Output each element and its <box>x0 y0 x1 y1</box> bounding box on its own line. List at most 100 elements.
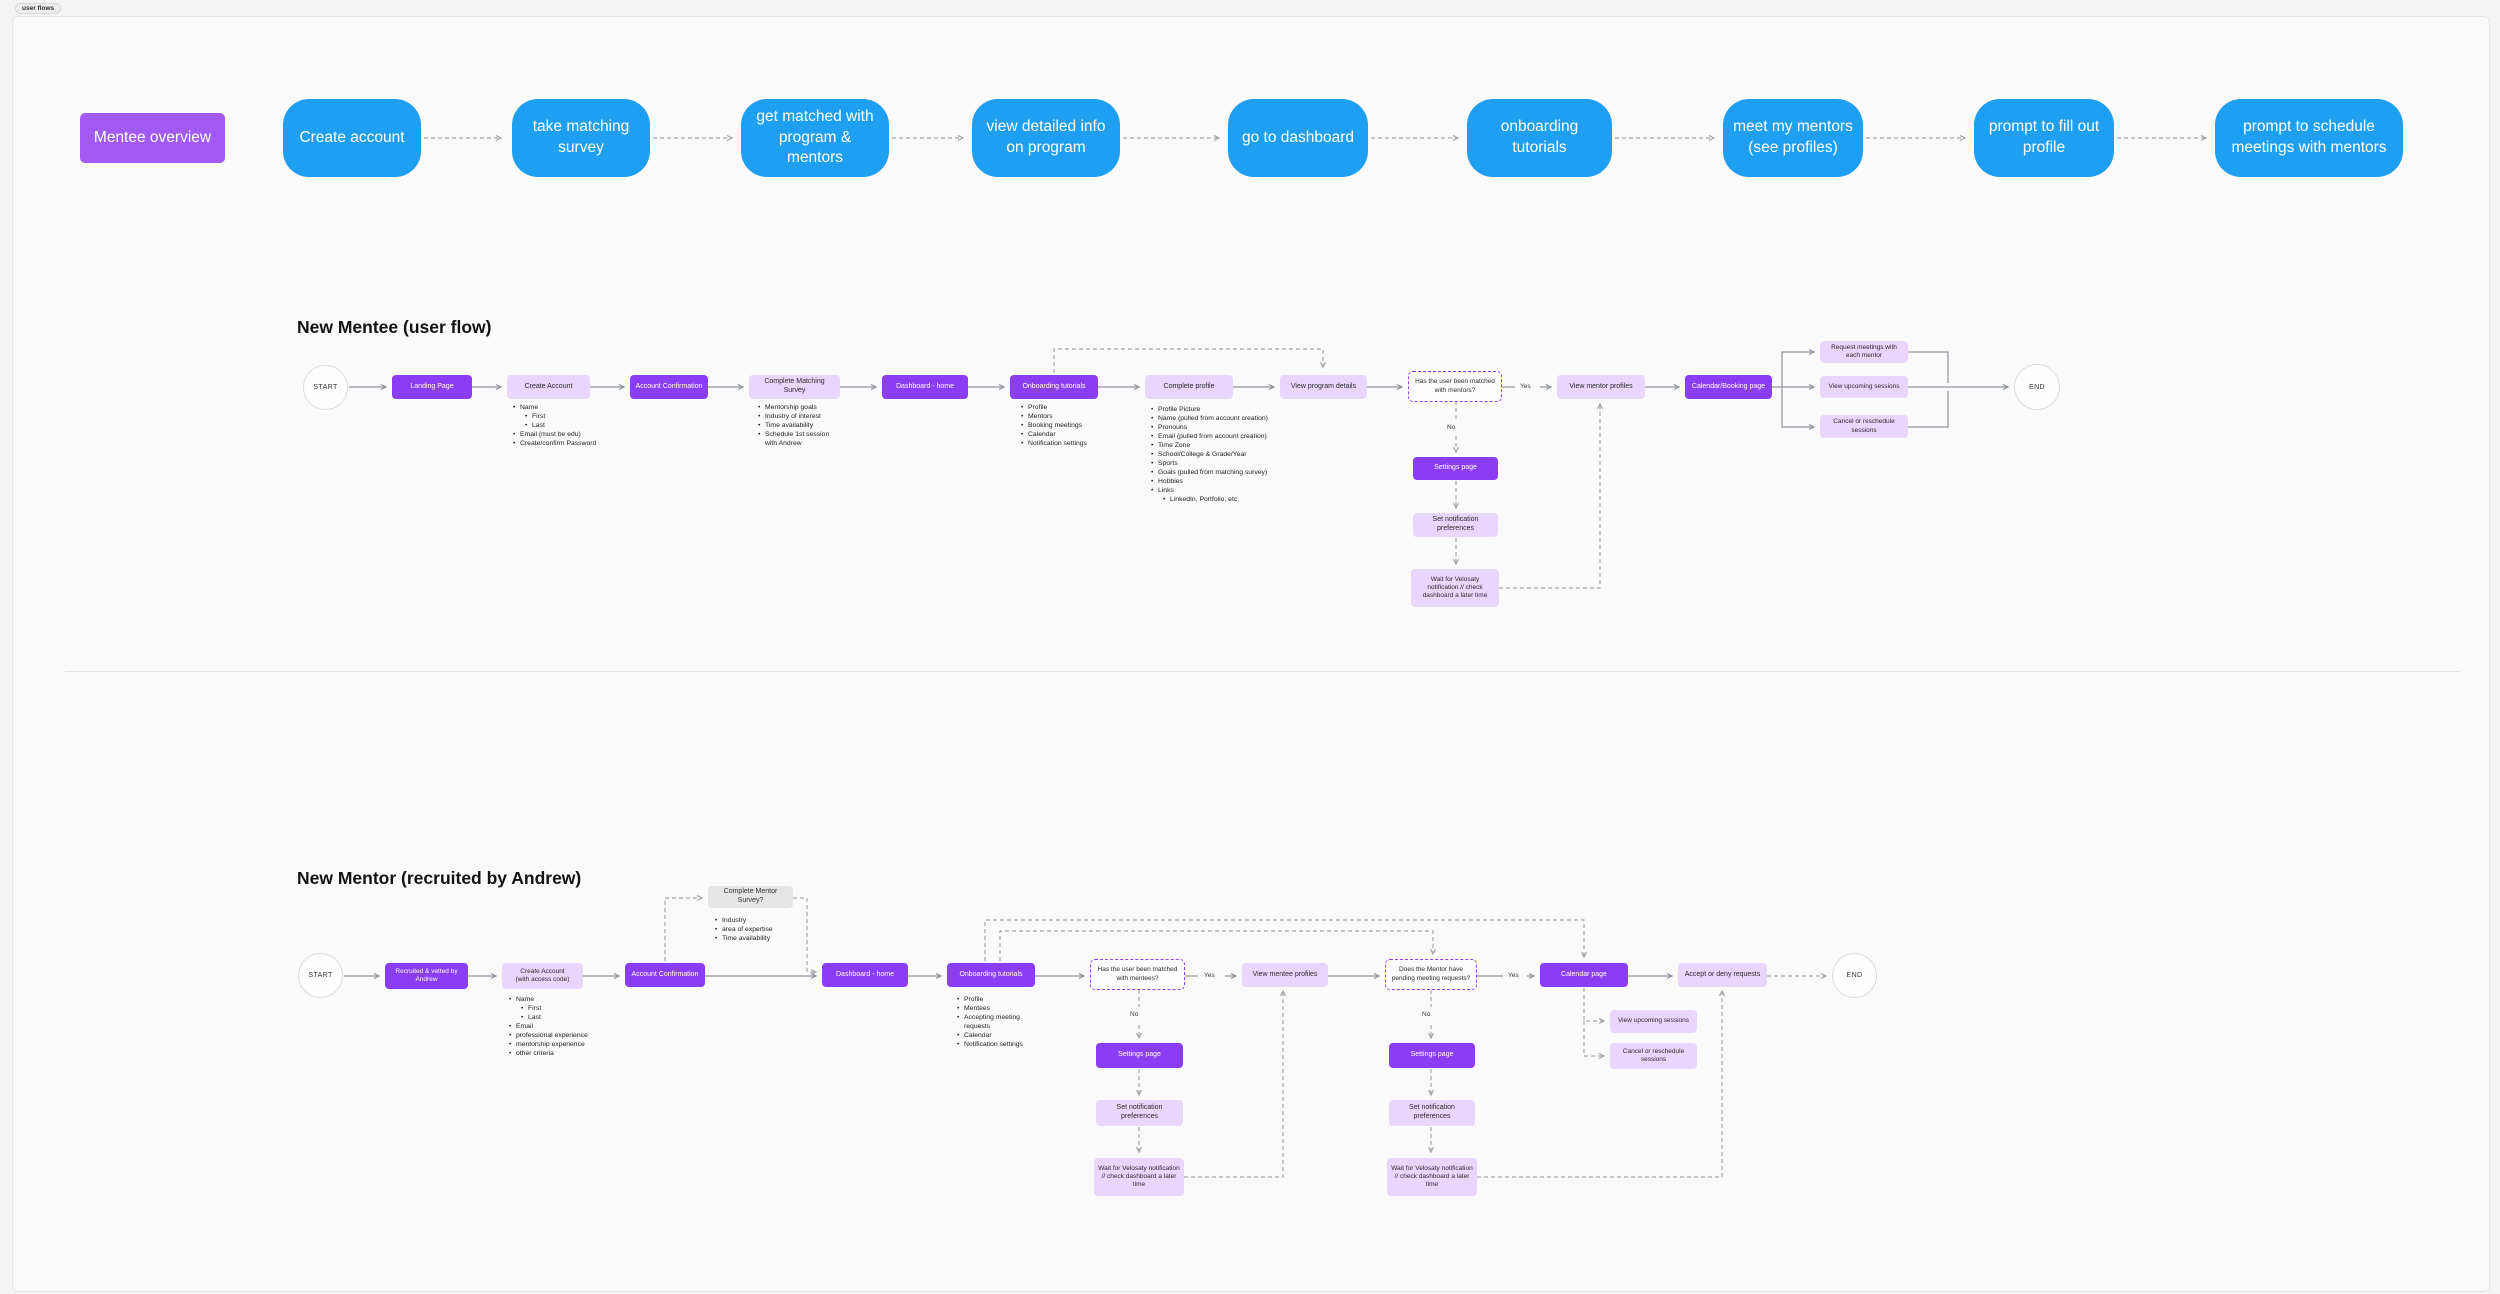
mentee-node-cancel-reschedule[interactable]: Cancel or reschedule sessions <box>1820 415 1908 438</box>
node-label: Dashboard - home <box>836 970 894 978</box>
node-label: Onboarding tutorials <box>1022 382 1086 390</box>
node-label: View mentee profiles <box>1252 970 1318 978</box>
mentor-yes-label-2: Yes <box>1508 972 1519 979</box>
mentee-onboarding-notes: Profile Mentors Booking meetings Calenda… <box>1020 404 1104 449</box>
overview-step-mentee-overview[interactable]: Mentee overview <box>80 113 225 163</box>
mentor-node-onboarding-tutorials[interactable]: Onboarding tutorials <box>947 963 1035 987</box>
mentee-node-request-meetings[interactable]: Request meetings with each mentor <box>1820 341 1908 363</box>
node-label: Account Confirmation <box>631 970 699 978</box>
overview-step-label: meet my mentors (see profiles) <box>1733 118 1853 156</box>
node-label: Wait for Velosaty notification // check … <box>1391 1164 1473 1189</box>
mentor-yes-label-1: Yes <box>1204 972 1215 979</box>
mentor-node-set-notification-preferences-1[interactable]: Set notification preferences <box>1096 1100 1183 1126</box>
decision-label: Has the user been matched with mentors? <box>1415 378 1495 394</box>
mentor-flow-title: New Mentor (recruited by Andrew) <box>297 868 582 888</box>
overview-step-label: get matched with program & mentors <box>756 107 874 167</box>
node-label: Complete Matching Survey <box>764 378 825 394</box>
node-label: Set notification preferences <box>1116 1104 1163 1120</box>
overview-step-schedule-meetings[interactable]: prompt to schedule meetings with mentors <box>2215 99 2403 177</box>
mentor-decision-pending-requests[interactable]: Does the Mentor have pending meeting req… <box>1385 959 1477 990</box>
decision-label: Has the user been matched with mentees? <box>1097 966 1178 982</box>
node-label: Wait for Velosaty notification // check … <box>1098 1164 1180 1189</box>
node-label: Create Account <box>524 382 573 390</box>
overview-step-meet-mentors[interactable]: meet my mentors (see profiles) <box>1723 99 1863 177</box>
page-tab-user-flows[interactable]: user flows <box>15 3 62 14</box>
overview-step-onboarding[interactable]: onboarding tutorials <box>1467 99 1612 177</box>
mentee-survey-notes: Mentorship goals Industry of interest Ti… <box>757 404 841 449</box>
mentee-create-account-notes: Name First Last Email (must be edu) Crea… <box>512 404 612 449</box>
mentor-node-wait-notification-1[interactable]: Wait for Velosaty notification // check … <box>1094 1158 1184 1196</box>
mentee-node-dashboard-home[interactable]: Dashboard - home <box>882 375 968 399</box>
overview-step-create-account[interactable]: Create account <box>283 99 421 177</box>
mentor-node-complete-mentor-survey[interactable]: Complete Mentor Survey? <box>708 886 793 908</box>
mentor-node-settings-page-1[interactable]: Settings page <box>1096 1043 1183 1068</box>
mentor-node-set-notification-preferences-2[interactable]: Set notification preferences <box>1389 1100 1475 1126</box>
mentor-node-settings-page-2[interactable]: Settings page <box>1389 1043 1475 1068</box>
node-label: Calendar/Booking page <box>1691 382 1766 390</box>
section-divider <box>65 671 2460 672</box>
mentor-node-account-confirmation[interactable]: Account Confirmation <box>625 963 705 987</box>
mentor-node-view-mentee-profiles[interactable]: View mentee profiles <box>1242 963 1328 987</box>
overview-step-label: prompt to schedule meetings with mentors <box>2231 118 2387 156</box>
node-label: Account Confirmation <box>635 382 703 390</box>
mentor-no-label-2: No <box>1422 1011 1431 1018</box>
overview-step-label: take matching survey <box>532 118 630 156</box>
mentee-node-account-confirmation[interactable]: Account Confirmation <box>630 375 708 399</box>
overview-step-fill-profile[interactable]: prompt to fill out profile <box>1974 99 2114 177</box>
mentee-flow-title: New Mentee (user flow) <box>297 317 492 337</box>
mentor-node-calendar-page[interactable]: Calendar page <box>1540 963 1628 987</box>
mentee-node-view-mentor-profiles[interactable]: View mentor profiles <box>1557 375 1645 399</box>
node-label: Calendar page <box>1561 970 1607 978</box>
overview-step-label: onboarding tutorials <box>1500 118 1579 156</box>
mentee-node-create-account[interactable]: Create Account <box>507 375 590 399</box>
overview-step-label: go to dashboard <box>1241 128 1355 146</box>
mentee-decision-matched-with-mentors[interactable]: Has the user been matched with mentors? <box>1408 371 1502 402</box>
mentee-node-landing-page[interactable]: Landing Page <box>392 375 472 399</box>
mentor-end-node[interactable]: END <box>1832 953 1877 998</box>
mentee-no-label: No <box>1447 424 1456 431</box>
node-label: Accept or deny requests <box>1684 970 1761 978</box>
mentee-end-node[interactable]: END <box>2014 364 2060 410</box>
mentee-node-set-notification-preferences[interactable]: Set notification preferences <box>1413 513 1498 537</box>
mentor-start-node[interactable]: START <box>298 953 343 998</box>
overview-step-get-matched[interactable]: get matched with program & mentors <box>741 99 889 177</box>
node-label: Settings page <box>1118 1051 1161 1059</box>
figma-canvas <box>12 16 2490 1292</box>
overview-step-label: prompt to fill out profile <box>1988 118 2100 156</box>
node-label: Recruited & vetted by Andrew <box>395 967 458 983</box>
mentee-node-onboarding-tutorials[interactable]: Onboarding tutorials <box>1010 375 1098 399</box>
overview-step-matching-survey[interactable]: take matching survey <box>512 99 650 177</box>
node-label: Settings page <box>1434 464 1477 472</box>
node-label: View upcoming sessions <box>1617 1017 1690 1025</box>
mentor-onboarding-notes: Profile Mentees Accepting meeting reques… <box>956 996 1030 1050</box>
mentee-node-wait-notification[interactable]: Wait for Velosaty notification // check … <box>1411 569 1499 607</box>
mentor-node-wait-notification-2[interactable]: Wait for Velosaty notification // check … <box>1387 1158 1477 1196</box>
node-label: Cancel or reschedule sessions <box>1622 1047 1685 1063</box>
node-label: View mentor profiles <box>1569 382 1633 390</box>
mentee-node-complete-profile[interactable]: Complete profile <box>1145 375 1233 399</box>
node-label: Wait for Velosaty notification // check … <box>1422 575 1488 600</box>
node-label: Request meetings with each mentor <box>1831 343 1897 359</box>
mentee-start-node[interactable]: START <box>303 365 348 410</box>
mentor-node-cancel-reschedule[interactable]: Cancel or reschedule sessions <box>1610 1043 1697 1069</box>
mentee-node-view-program-details[interactable]: View program details <box>1280 375 1367 399</box>
overview-step-dashboard[interactable]: go to dashboard <box>1228 99 1368 177</box>
mentor-node-view-upcoming-sessions[interactable]: View upcoming sessions <box>1610 1010 1697 1033</box>
mentor-node-create-account[interactable]: Create Account (with access code) <box>502 963 583 989</box>
mentor-node-dashboard-home[interactable]: Dashboard - home <box>822 963 908 987</box>
mentor-node-recruited-vetted[interactable]: Recruited & vetted by Andrew <box>385 963 468 989</box>
node-label: View upcoming sessions <box>1828 382 1900 390</box>
mentor-decision-matched-with-mentees[interactable]: Has the user been matched with mentees? <box>1090 959 1185 990</box>
mentee-yes-label: Yes <box>1520 383 1531 390</box>
node-label: Set notification preferences <box>1432 516 1479 532</box>
node-label: Complete profile <box>1163 382 1215 390</box>
mentee-node-calendar-booking[interactable]: Calendar/Booking page <box>1685 375 1772 399</box>
node-label: Set notification preferences <box>1409 1104 1455 1120</box>
node-label: Dashboard - home <box>896 382 954 390</box>
mentee-node-matching-survey[interactable]: Complete Matching Survey <box>749 375 840 399</box>
mentee-node-view-upcoming-sessions[interactable]: View upcoming sessions <box>1820 376 1908 398</box>
mentor-node-accept-deny-requests[interactable]: Accept or deny requests <box>1678 963 1767 987</box>
mentee-node-settings-page[interactable]: Settings page <box>1413 457 1498 480</box>
node-sublabel: (with access code) <box>515 976 570 983</box>
overview-step-view-info[interactable]: view detailed info on program <box>972 99 1120 177</box>
